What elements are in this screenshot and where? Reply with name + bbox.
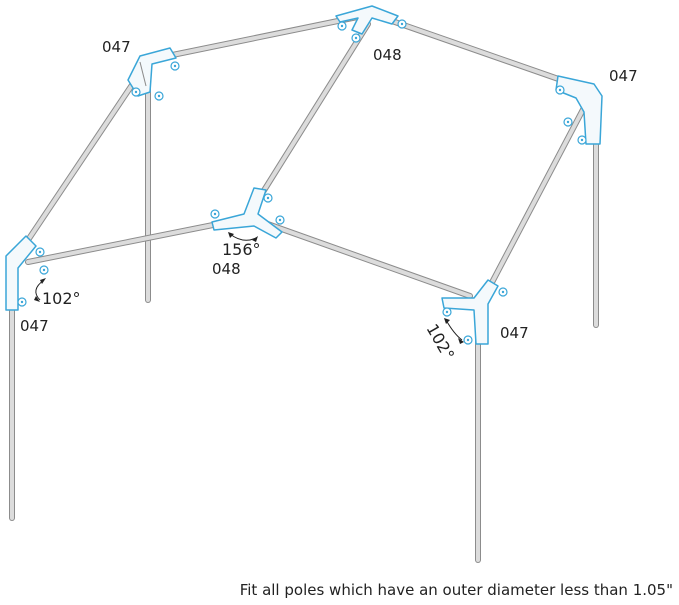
connector-top-center	[335, 5, 407, 43]
label-front-center: 048	[212, 260, 241, 278]
label-top-right: 047	[609, 67, 638, 85]
label-top-left: 047	[102, 38, 131, 56]
label-front-left: 047	[20, 317, 49, 335]
connector-front-right	[441, 279, 508, 345]
label-front-right: 047	[500, 324, 529, 342]
connector-top-right	[555, 75, 603, 145]
label-top-center: 048	[373, 46, 402, 64]
connector-front-left	[5, 235, 49, 311]
frame-poles	[9, 11, 599, 563]
angle-front-right: 102°	[423, 321, 459, 364]
angle-front-left: 102°	[42, 289, 81, 308]
angle-center: 156°	[222, 240, 261, 259]
connector-front-center	[210, 187, 285, 239]
fit-note-caption: Fit all poles which have an outer diamet…	[239, 581, 673, 599]
connector-top-left	[127, 47, 180, 101]
angle-arcs	[34, 232, 464, 344]
